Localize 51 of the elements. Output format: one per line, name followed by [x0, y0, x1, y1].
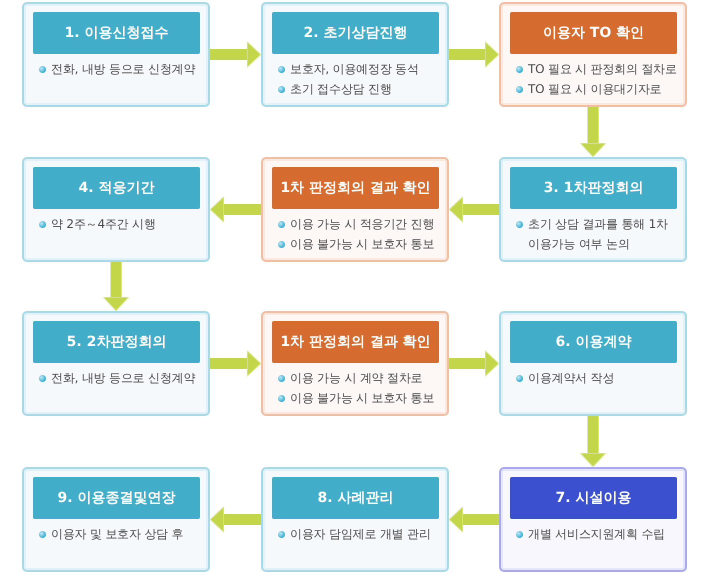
bullet-text: 이용 가능 시 적응기간 진행 [290, 216, 434, 233]
bullet-text: 이용 불가능 시 보호자 통보 [290, 236, 434, 253]
step-card [499, 2, 687, 107]
bullet-text: 이용자 담임제로 개별 관리 [290, 526, 431, 543]
step-heading: 8. 사례관리 [272, 477, 439, 519]
arrow [210, 196, 261, 223]
bullet-text: 전화, 내방 등으로 신청계약 [51, 61, 196, 78]
bullet-text: 전화, 내방 등으로 신청계약 [51, 370, 196, 387]
bullet-text: 이용자 및 보호자 상담 후 [51, 526, 184, 543]
step-heading: 1차 판정회의 결과 확인 [272, 321, 439, 363]
arrow [448, 196, 499, 223]
arrow [580, 107, 606, 158]
step-card [261, 2, 449, 107]
arrow [210, 350, 262, 377]
step-card [22, 2, 210, 107]
bullet-text: 초기 상담 결과를 통해 1차 이용가능 여부 논의 [528, 216, 669, 253]
step-heading: 5. 2차판정회의 [33, 321, 200, 363]
step-card [22, 311, 210, 416]
arrow [580, 416, 606, 468]
bullet-text: TO 필요 시 이용대기자로 [528, 81, 662, 98]
arrow [448, 506, 499, 533]
arrow [210, 41, 262, 68]
step-heading: 7. 시설이용 [510, 477, 677, 519]
bullet-text: 이용 가능 시 계약 절차로 [290, 370, 422, 387]
arrow [102, 262, 130, 312]
bullet-text: 개별 서비스지원계획 수립 [528, 526, 666, 543]
bullet-text: 초기 접수상담 진행 [290, 81, 392, 98]
step-heading: 2. 초기상담진행 [272, 12, 439, 54]
bullet-text: 약 2주～4주간 시행 [51, 216, 156, 233]
step-heading: 6. 이용계약 [510, 321, 677, 363]
bullet-text: 이용계약서 작성 [528, 370, 614, 387]
step-heading: 1차 판정회의 결과 확인 [272, 167, 439, 209]
bullet-text: 이용 불가능 시 보호자 통보 [290, 390, 434, 407]
step-heading: 3. 1차판정회의 [510, 167, 677, 209]
step-heading: 이용자 TO 확인 [510, 12, 677, 54]
step-card [499, 311, 687, 416]
step-card [499, 467, 687, 572]
step-card [499, 157, 687, 262]
arrow [449, 350, 500, 377]
bullet-text: 보호자, 이용예정장 동석 [290, 61, 419, 78]
step-heading: 9. 이용종결및연장 [33, 477, 200, 519]
step-card [261, 467, 449, 572]
arrow [449, 41, 500, 68]
step-card [261, 157, 449, 262]
step-card [22, 467, 210, 572]
bullet-text: TO 필요 시 판정회의 절차로 [528, 61, 677, 78]
arrow [210, 506, 261, 533]
step-card [261, 311, 449, 416]
step-card [22, 157, 210, 262]
step-heading: 1. 이용신청접수 [33, 12, 200, 54]
step-heading: 4. 적응기간 [33, 167, 200, 209]
